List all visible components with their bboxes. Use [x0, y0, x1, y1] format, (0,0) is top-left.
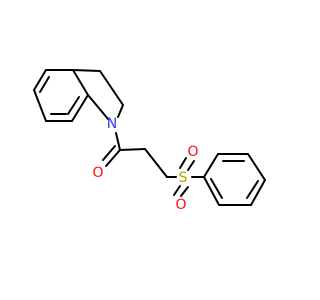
bond [72, 69, 101, 72]
bond [203, 176, 220, 206]
bond [247, 153, 266, 181]
double-bond-inner [210, 178, 223, 199]
carbonyl-oxygen-label: O [92, 165, 103, 181]
nitrogen-atom-label: N [107, 116, 117, 132]
bond [179, 157, 187, 169]
bond [119, 148, 146, 151]
bond [117, 104, 124, 118]
sulfonyl-bonds [173, 157, 205, 197]
bond [250, 179, 266, 206]
bond [173, 185, 181, 196]
indoline-benzene-ring [33, 69, 89, 122]
molecule-drawing: N O S O O [33, 69, 266, 213]
bond [180, 186, 189, 197]
sulfonyl-oxygen-label-top: O [187, 144, 198, 160]
structure-canvas: N O S O O [33, 69, 266, 213]
double-bond-inner [246, 180, 259, 199]
bond [33, 89, 47, 122]
bond [99, 70, 124, 106]
double-bond-inner [67, 96, 80, 115]
sulfonyl-oxygen-label-bottom: O [175, 197, 186, 213]
propanone-chain [102, 132, 177, 178]
double-bond-inner [39, 76, 50, 93]
bond [33, 69, 47, 91]
carbonyl-bond [105, 149, 121, 167]
bond [71, 94, 89, 122]
carbonyl-bond [102, 145, 116, 161]
phenyl-ring [203, 153, 266, 206]
bond [187, 160, 195, 171]
bond [72, 69, 89, 96]
sulfur-atom-label: S [179, 170, 188, 186]
bond [203, 153, 219, 178]
indoline-five-ring [72, 69, 124, 120]
bond [144, 148, 168, 178]
bond [115, 132, 121, 151]
bond [87, 94, 109, 120]
